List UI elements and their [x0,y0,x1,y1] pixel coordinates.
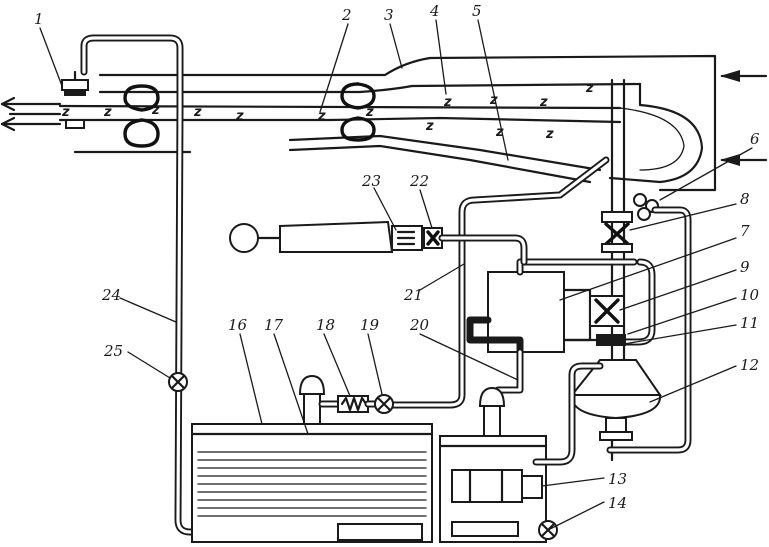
callout-1: 1 [34,10,44,28]
flow-mark: z [235,109,244,124]
flow-mark: z [495,125,504,140]
flow-mark: z [443,95,452,110]
pipe-20 [466,316,524,394]
pipe-21 [388,156,610,409]
flow-mark: z [193,105,202,120]
callout-8: 8 [740,190,750,208]
flow-marks: z z z z z z z z z z z z z z [61,81,594,142]
flow-mark: z [103,105,112,120]
callout-6: 6 [750,130,760,148]
callout-10: 10 [740,286,760,304]
callout-11: 11 [740,314,759,332]
feed-pipe-24 [80,34,344,536]
valve-6 [633,193,659,221]
fuel-line-18-19 [318,394,394,414]
flow-mark: z [539,95,548,110]
callout-2: 2 [341,6,352,24]
callout-9: 9 [740,258,750,276]
flow-mark: z [61,105,70,120]
callout-20: 20 [409,316,430,334]
callout-25: 25 [103,342,123,360]
flow-mark: z [317,109,326,124]
callout-22: 22 [409,172,429,190]
pump-internals [564,295,626,346]
callout-18: 18 [316,316,335,334]
callout-21: 21 [403,286,423,304]
inflow-arrows [720,70,768,166]
flow-mark: z [545,127,554,142]
flow-mark: z [489,93,498,108]
callout-19: 19 [360,316,380,334]
flow-mark: z [585,81,594,96]
return-pipe [606,206,692,454]
outflow-arrows [0,96,62,132]
callout-4: 4 [429,2,440,20]
manifold-rings [123,82,376,148]
sump-tank [438,362,604,543]
flow-mark: z [151,103,160,118]
flow-mark: z [365,105,374,120]
callout-labels: 1 2 3 4 5 6 7 8 9 10 11 12 13 14 16 17 1… [34,2,760,512]
callout-7: 7 [740,222,750,240]
callout-5: 5 [472,2,482,20]
callout-17: 17 [264,316,284,334]
callout-3: 3 [384,6,394,24]
callout-24: 24 [101,286,121,304]
shutoff-valve-25 [168,372,188,392]
main-duct [58,54,717,192]
callout-23: 23 [361,172,381,190]
flow-mark: z [425,119,434,134]
callout-12: 12 [740,356,759,374]
callout-14: 14 [608,494,627,512]
fuel-level [197,451,427,517]
callout-13: 13 [608,470,627,488]
centrifugal-pump-12 [569,359,662,441]
leader-lines [39,19,753,531]
control-unit-23 [229,220,528,266]
callout-16: 16 [228,316,248,334]
fuel-tank-16 [190,374,434,543]
